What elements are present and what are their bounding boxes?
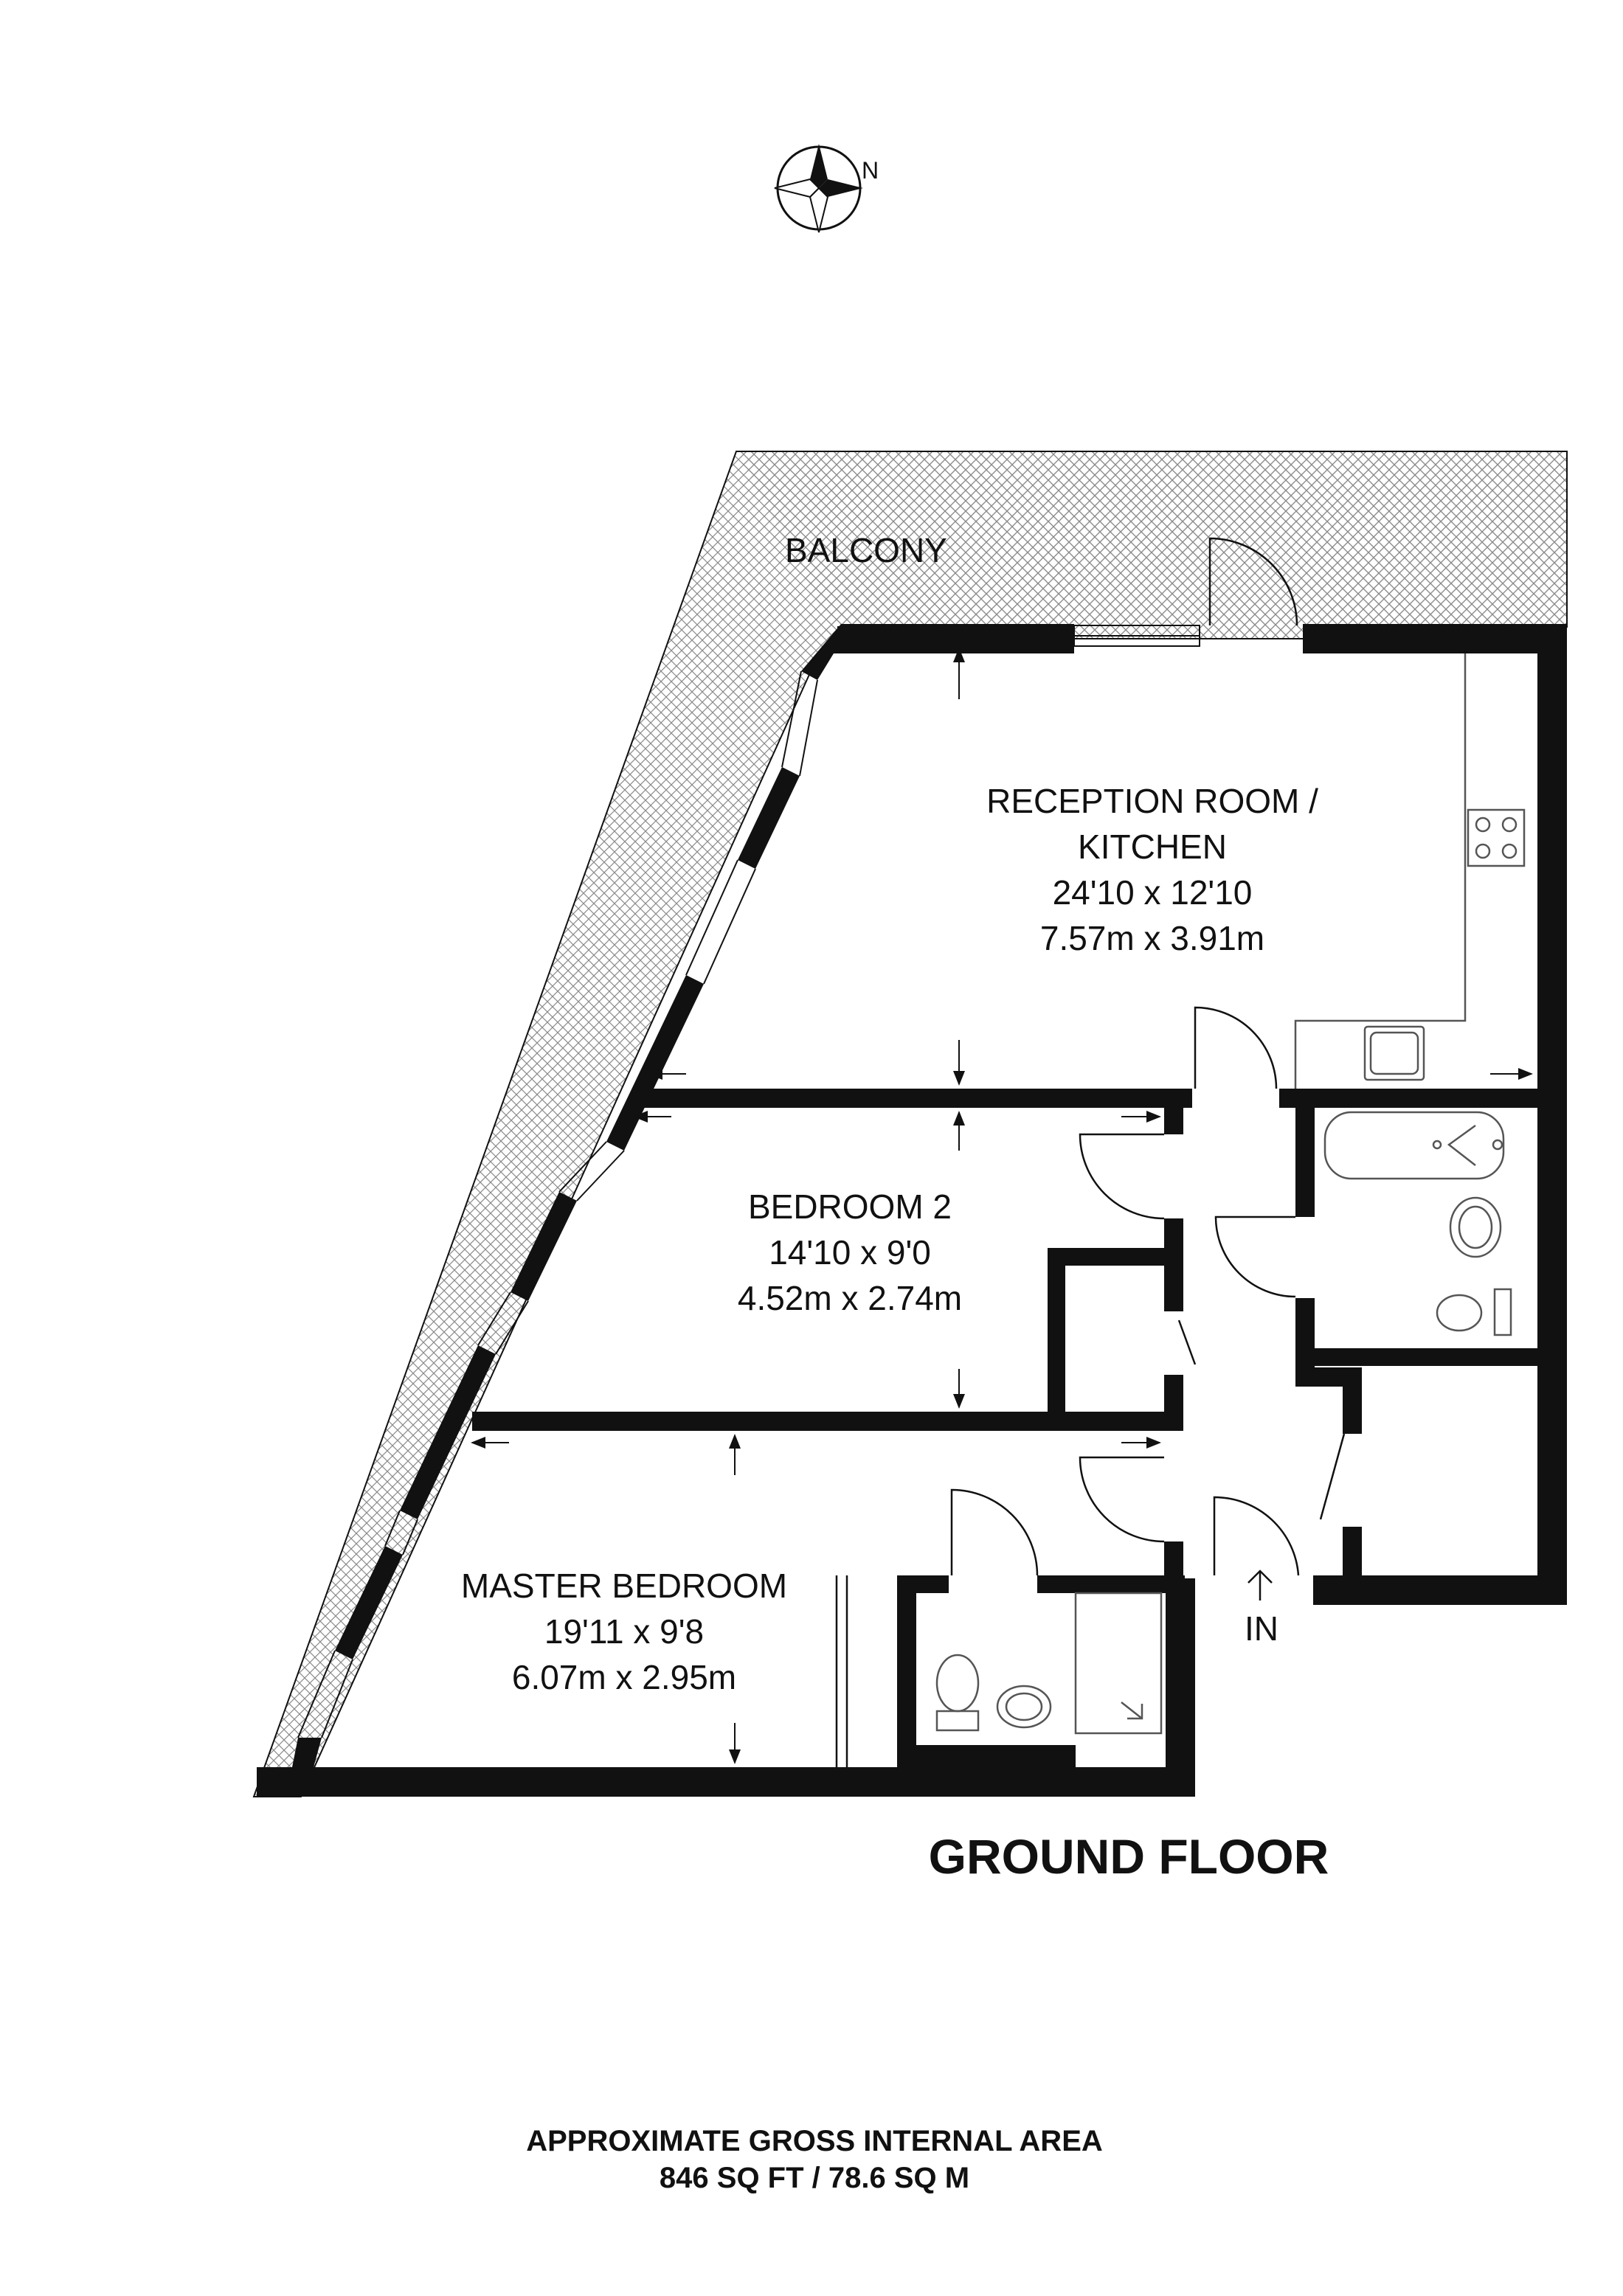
floor-title: GROUND FLOOR bbox=[929, 1829, 1329, 1884]
bedroom2-name: BEDROOM 2 bbox=[748, 1187, 952, 1226]
entrance-label: IN bbox=[1245, 1609, 1278, 1648]
master-size-metric: 6.07m x 2.95m bbox=[512, 1658, 736, 1696]
master-size-imperial: 19'11 x 9'8 bbox=[544, 1612, 704, 1651]
dimension-arrows bbox=[471, 648, 1533, 1764]
entrance-arrow-icon bbox=[1247, 1570, 1273, 1600]
walls bbox=[257, 624, 1567, 1797]
reception-size-imperial: 24'10 x 12'10 bbox=[1053, 873, 1253, 912]
master-name: MASTER BEDROOM bbox=[461, 1567, 787, 1605]
bedroom2-size-metric: 4.52m x 2.74m bbox=[738, 1279, 962, 1317]
ensuite-fixtures bbox=[935, 1592, 1163, 1735]
bedroom2-size-imperial: 14'10 x 9'0 bbox=[769, 1233, 931, 1272]
bathroom-fixtures bbox=[1323, 1111, 1512, 1336]
reception-name-line1: RECEPTION ROOM / bbox=[986, 782, 1318, 820]
windows bbox=[297, 625, 1200, 1738]
area-line2: 846 SQ FT / 78.6 SQ M bbox=[660, 2162, 969, 2194]
doors bbox=[835, 537, 1346, 1767]
balcony-label: BALCONY bbox=[785, 531, 947, 569]
compass-north-label: N bbox=[862, 157, 879, 184]
reception-name-line2: KITCHEN bbox=[1078, 828, 1227, 866]
kitchen-fixtures bbox=[1294, 653, 1526, 1089]
reception-size-metric: 7.57m x 3.91m bbox=[1040, 919, 1264, 957]
compass-rose-icon bbox=[774, 144, 863, 233]
area-line1: APPROXIMATE GROSS INTERNAL AREA bbox=[526, 2125, 1103, 2157]
